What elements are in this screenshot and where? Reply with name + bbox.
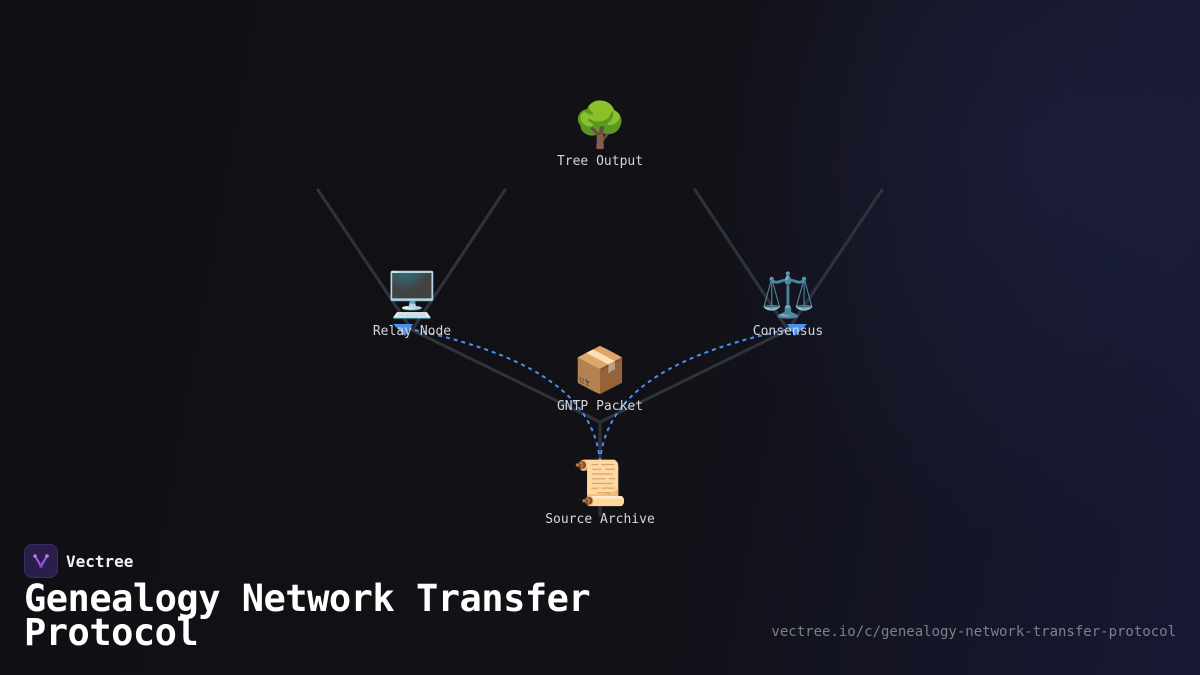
- node-relay-node: 🖥️ Relay Node: [332, 270, 492, 339]
- node-consensus: ⚖️ Consensus: [708, 270, 868, 339]
- tree-branches: [316, 188, 884, 517]
- flow-arrowheads: [393, 324, 807, 336]
- node-tree-output: 🌳 Tree Output: [520, 100, 680, 169]
- flow-arrowhead-consensus: [787, 324, 807, 336]
- brand-name: Vectree: [66, 551, 134, 571]
- scroll-icon: 📜: [572, 459, 628, 508]
- tree-icon: 🌳: [572, 101, 628, 150]
- package-icon: 📦: [572, 346, 628, 395]
- page-title: Genealogy Network Transfer Protocol: [24, 577, 591, 654]
- node-label: GNTP Packet: [556, 399, 644, 414]
- branch-left-line: [410, 328, 602, 424]
- node-source-archive: 📜 Source Archive: [520, 458, 680, 527]
- node-label: Source Archive: [545, 512, 655, 527]
- flow-line-to-relay-node: [404, 327, 601, 463]
- data-flows: [404, 327, 796, 463]
- node-label: Relay Node: [372, 324, 452, 339]
- brand: Vectree: [24, 544, 133, 578]
- node-label: Tree Output: [556, 154, 644, 169]
- desktop-computer-icon: 🖥️: [384, 271, 440, 320]
- vectree-logo-icon: [24, 544, 58, 578]
- twig-left-inner-line: [410, 188, 507, 332]
- twig-right-outer-line: [786, 188, 884, 332]
- twig-left-outer-line: [316, 188, 414, 332]
- node-label: Consensus: [752, 324, 824, 339]
- twig-right-inner-line: [693, 188, 790, 332]
- balance-scale-icon: ⚖️: [760, 271, 816, 320]
- node-gntp-packet: 📦 GNTP Packet: [520, 345, 680, 414]
- page-url: vectree.io/c/genealogy-network-transfer-…: [771, 624, 1176, 640]
- branch-right-line: [598, 328, 790, 424]
- flow-arrowhead-relay-node: [393, 324, 413, 336]
- flow-line-to-consensus: [599, 327, 796, 463]
